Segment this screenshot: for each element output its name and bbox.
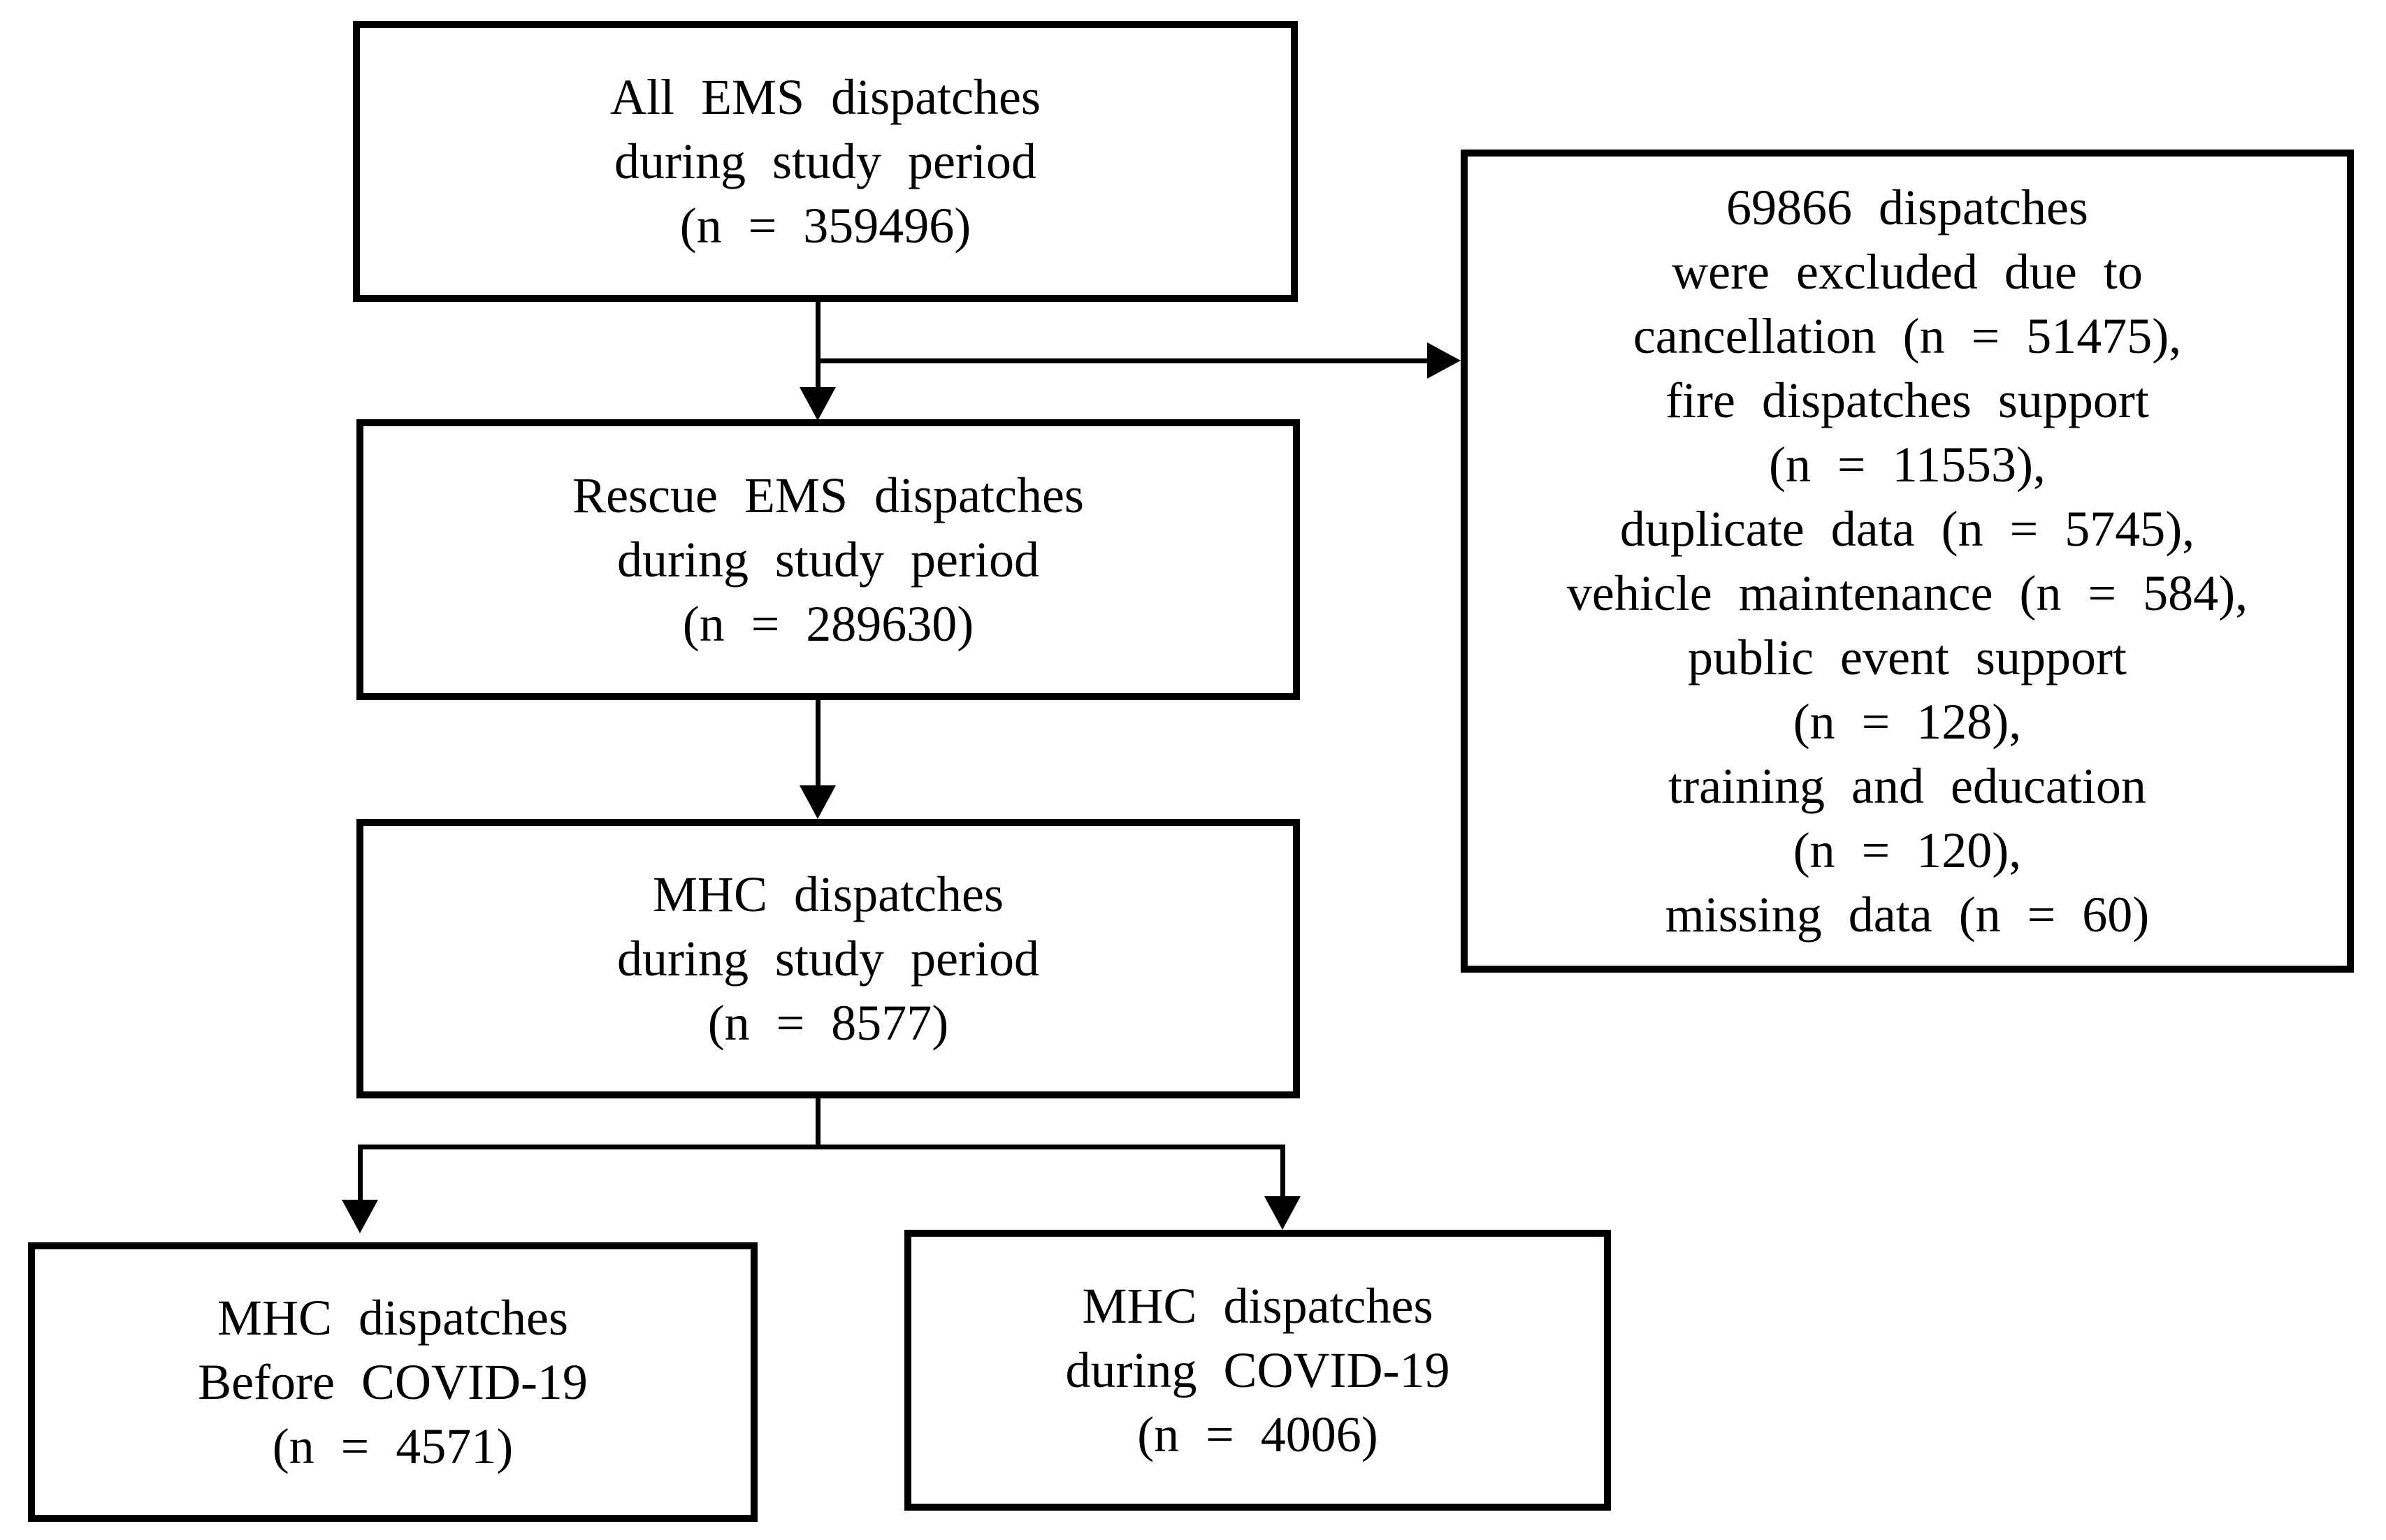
node-mhc-during-covid: MHC dispatches during COVID-19 (n = 4006… xyxy=(904,1230,1611,1511)
connector-rescue-to-mhc xyxy=(816,700,820,785)
arrowhead-mhc-to-during-covid xyxy=(1264,1196,1301,1230)
arrowhead-mhc-to-before-covid xyxy=(342,1200,378,1233)
connector-mhc-to-before-covid xyxy=(358,1149,363,1200)
node-mhc-during-covid-text: MHC dispatches during COVID-19 (n = 4006… xyxy=(1065,1278,1450,1462)
connector-mhc-to-during-covid xyxy=(1280,1149,1285,1196)
node-excluded-dispatches: 69866 dispatches were excluded due to ca… xyxy=(1461,150,2354,973)
node-excluded-dispatches-text: 69866 dispatches were excluded due to ca… xyxy=(1566,180,2248,943)
arrowhead-all-ems-to-rescue xyxy=(800,387,836,421)
connector-all-ems-to-rescue xyxy=(816,302,820,387)
node-rescue-ems-dispatches: Rescue EMS dispatches during study perio… xyxy=(356,419,1300,700)
node-mhc-dispatches: MHC dispatches during study period (n = … xyxy=(356,819,1300,1098)
connector-to-excluded xyxy=(818,358,1427,363)
node-all-ems-dispatches: All EMS dispatches during study period (… xyxy=(353,21,1298,302)
arrowhead-rescue-to-mhc xyxy=(800,785,836,819)
node-mhc-before-covid-text: MHC dispatches Before COVID-19 (n = 4571… xyxy=(198,1290,588,1474)
node-mhc-dispatches-text: MHC dispatches during study period (n = … xyxy=(617,866,1039,1051)
node-all-ems-dispatches-text: All EMS dispatches during study period (… xyxy=(610,69,1041,254)
connector-mhc-split-bar xyxy=(358,1145,1285,1149)
connector-mhc-split-stem xyxy=(816,1098,820,1149)
arrowhead-to-excluded xyxy=(1427,342,1461,379)
node-mhc-before-covid: MHC dispatches Before COVID-19 (n = 4571… xyxy=(28,1242,758,1522)
node-rescue-ems-dispatches-text: Rescue EMS dispatches during study perio… xyxy=(572,467,1084,652)
